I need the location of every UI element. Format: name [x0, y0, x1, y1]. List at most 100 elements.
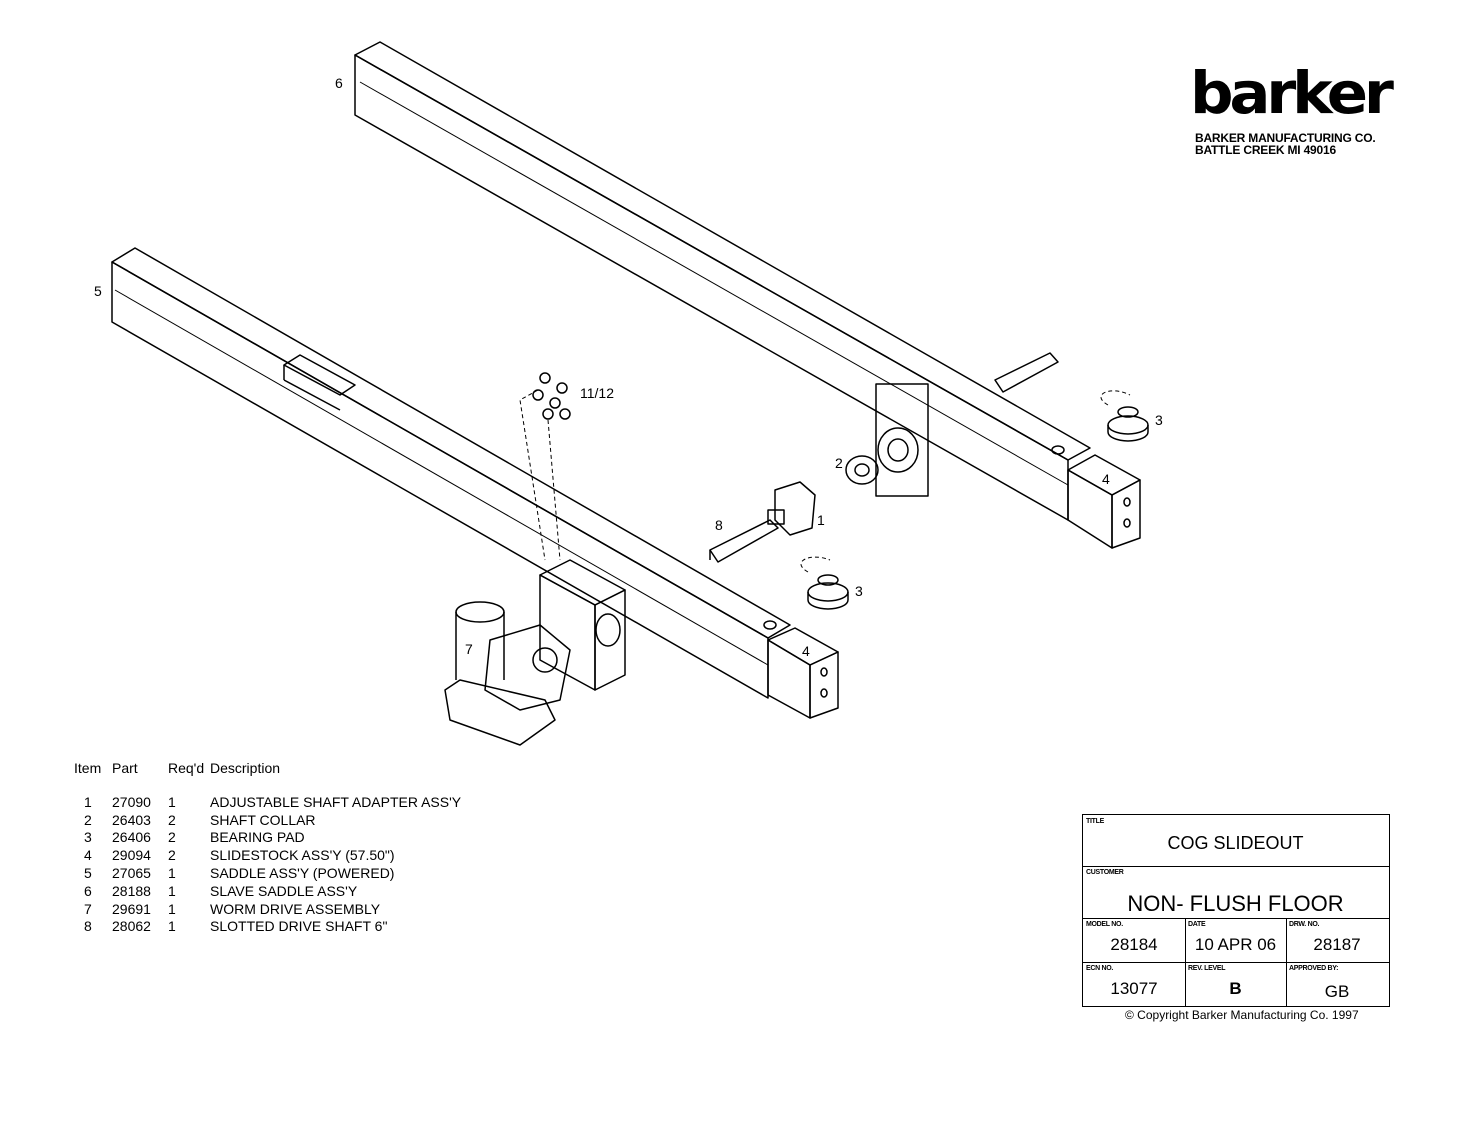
row-description: SADDLE ASS'Y (POWERED)	[210, 865, 395, 882]
callout-2: 2	[835, 455, 843, 471]
row-reqd: 2	[168, 847, 176, 864]
bearing-pad-lower	[800, 556, 849, 610]
row-reqd: 2	[168, 811, 176, 828]
model-value: 28184	[1110, 935, 1158, 954]
slave-saddle-tube	[354, 41, 1091, 521]
rev-value: B	[1229, 979, 1242, 998]
row-description: SHAFT COLLAR	[210, 811, 316, 828]
approved-value: GB	[1324, 982, 1350, 1001]
row-part: 27090	[112, 793, 151, 810]
barker-logo: barker	[1190, 64, 1394, 122]
row-item: 1	[84, 793, 92, 810]
parts-list-header: Item Part Req'd Description	[74, 758, 530, 778]
row-part: 27065	[112, 865, 151, 882]
parts-list: Item Part Req'd Description 1 27090 1 ADJUS…	[74, 758, 530, 935]
row-reqd: 1	[168, 793, 176, 810]
customer-value: NON- FLUSH FLOOR	[1127, 891, 1344, 916]
date-cell: DATE 10 APR 06	[1185, 918, 1286, 962]
row-item: 3	[84, 829, 92, 846]
title-block: TITLE COG SLIDEOUT CUSTOMER NON- FLUSH F…	[1082, 814, 1390, 1007]
row-item: 2	[84, 811, 92, 828]
drw-label: DRW. NO.	[1289, 921, 1320, 928]
callout-1: 1	[817, 512, 825, 528]
callout-3-upper: 3	[1155, 412, 1163, 428]
parts-row: 4 29094 2 SLIDESTOCK ASS'Y (57.50")	[74, 846, 530, 864]
header-part: Part	[112, 760, 138, 776]
approved-cell: APPROVED BY: GB	[1286, 962, 1388, 1006]
drw-cell: DRW. NO. 28187	[1286, 918, 1388, 962]
callout-4-upper: 4	[1102, 471, 1110, 487]
company-name: BARKER MANUFACTURING CO.	[1195, 131, 1376, 145]
ecn-value: 13077	[1110, 979, 1158, 998]
ecn-cell: ECN NO. 13077	[1083, 962, 1185, 1006]
worm-drive-motor	[444, 601, 571, 746]
callout-8: 8	[715, 517, 723, 533]
header-description: Description	[210, 760, 281, 776]
callout-6: 6	[335, 75, 343, 91]
logo-wordmark: barker	[1190, 59, 1394, 127]
row-part: 28062	[112, 918, 151, 935]
copyright-notice: © Copyright Barker Manufacturing Co. 199…	[1125, 1008, 1359, 1022]
date-value: 10 APR 06	[1194, 935, 1277, 954]
customer-cell: CUSTOMER NON- FLUSH FLOOR	[1083, 866, 1388, 918]
drawing-title: COG SLIDEOUT	[1167, 833, 1304, 853]
row-item: 4	[84, 847, 92, 864]
exploded-assembly-drawing: 6 5 11/12 3 2 4 8 1 3 7 4	[94, 41, 1163, 746]
row-item: 5	[84, 865, 92, 882]
slotted-drive-shaft	[709, 519, 779, 563]
title-label: TITLE	[1086, 818, 1104, 825]
callout-3-lower: 3	[855, 583, 863, 599]
row-part: 26403	[112, 811, 151, 828]
row-description: BEARING PAD	[210, 829, 305, 846]
shaft-collar	[845, 427, 919, 485]
row-part: 28188	[112, 882, 151, 899]
row-part: 29094	[112, 847, 151, 864]
parts-row: 6 28188 1 SLAVE SADDLE ASS'Y	[74, 882, 530, 900]
callout-7: 7	[465, 641, 473, 657]
row-part: 29691	[112, 900, 151, 917]
callout-4-lower: 4	[802, 643, 810, 659]
bearing-pad-upper	[1100, 390, 1149, 442]
company-info: BARKER MANUFACTURING CO. BATTLE CREEK MI…	[1195, 132, 1376, 156]
slidestock-lower	[767, 627, 839, 719]
row-reqd: 1	[168, 900, 176, 917]
approved-label: APPROVED BY:	[1289, 965, 1339, 972]
parts-row: 5 27065 1 SADDLE ASS'Y (POWERED)	[74, 864, 530, 882]
shaft-adapter	[767, 481, 816, 536]
saddle-bracket	[539, 559, 626, 691]
row-description: WORM DRIVE ASSEMBLY	[210, 900, 381, 917]
header-item: Item	[74, 760, 102, 776]
row-description: SLIDESTOCK ASS'Y (57.50")	[210, 847, 395, 864]
customer-label: CUSTOMER	[1086, 869, 1124, 876]
model-cell: MODEL NO. 28184	[1083, 918, 1185, 962]
callout-11-12: 11/12	[580, 385, 614, 401]
row-item: 6	[84, 882, 92, 899]
row-reqd: 1	[168, 865, 176, 882]
row-reqd: 1	[168, 918, 176, 935]
parts-row: 2 26403 2 SHAFT COLLAR	[74, 811, 530, 829]
rev-label: REV. LEVEL	[1188, 965, 1226, 972]
callout-5: 5	[94, 283, 102, 299]
header-reqd: Req'd	[168, 760, 205, 776]
ecn-label: ECN NO.	[1086, 965, 1114, 972]
company-address: BATTLE CREEK MI 49016	[1195, 143, 1336, 157]
nuts-washers	[519, 372, 571, 561]
title-cell: TITLE COG SLIDEOUT	[1083, 815, 1388, 866]
date-label: DATE	[1188, 921, 1206, 928]
row-description: SLOTTED DRIVE SHAFT 6"	[210, 918, 388, 935]
model-label: MODEL NO.	[1086, 921, 1123, 928]
rev-cell: REV. LEVEL B	[1185, 962, 1286, 1006]
row-part: 26406	[112, 829, 151, 846]
parts-row: 3 26406 2 BEARING PAD	[74, 829, 530, 847]
drw-value: 28187	[1313, 935, 1361, 954]
powered-saddle-tube	[111, 247, 791, 699]
row-item: 8	[84, 918, 92, 935]
parts-row: 1 27090 1 ADJUSTABLE SHAFT ADAPTER ASS'Y	[74, 793, 530, 811]
row-reqd: 2	[168, 829, 176, 846]
row-description: ADJUSTABLE SHAFT ADAPTER ASS'Y	[210, 793, 462, 810]
row-description: SLAVE SADDLE ASS'Y	[210, 882, 358, 899]
slidestock-upper	[1067, 454, 1141, 549]
row-reqd: 1	[168, 882, 176, 899]
parts-row: 8 28062 1 SLOTTED DRIVE SHAFT 6"	[74, 918, 530, 936]
